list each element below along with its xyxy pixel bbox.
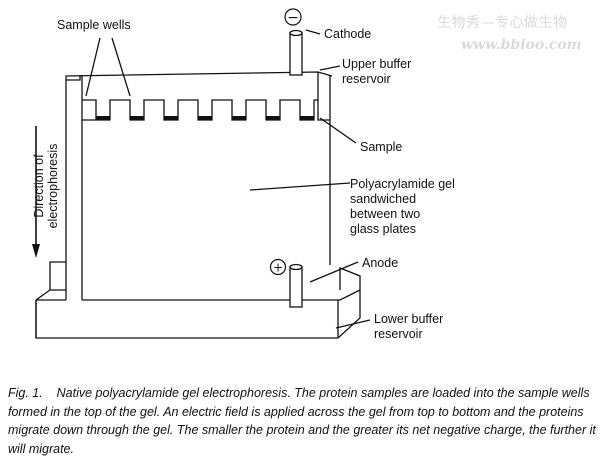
label-sample-wells: Sample wells (57, 18, 131, 32)
watermark-url: www.bbioo.com (461, 37, 582, 53)
gel-plate (65, 76, 331, 300)
sample-wells (66, 75, 318, 121)
label-lower-buffer-reservoir: Lower buffer reservoir (374, 312, 444, 341)
caption-text: Native polyacrylamide gel electrophoresi… (8, 386, 596, 456)
label-anode: Anode (362, 256, 399, 270)
anode-sign: + (273, 261, 283, 275)
leader-upper-buffer (319, 65, 341, 71)
anode-sign-circle (269, 258, 287, 276)
leader-sample (319, 117, 357, 144)
lower-buffer-reservoir (35, 267, 361, 339)
watermark-text: 生物秀—专心做生物 (437, 15, 568, 31)
cathode-electrode (289, 32, 303, 76)
cathode-sign-circle (284, 8, 302, 26)
label-polyacrylamide-gel: Polyacrylamide gel sandwiched between tw… (350, 177, 455, 236)
label-sample: Sample (360, 140, 403, 154)
figure-caption: Fig. 1. Native polyacrylamide gel electr… (8, 384, 596, 458)
cathode-sign: − (287, 10, 299, 26)
figure-label: Fig. 1. (8, 386, 43, 400)
leader-lower-buffer (335, 319, 371, 329)
label-direction-of-electrophoresis: Direction of electrophoresis (32, 143, 60, 229)
leader-sample-wells-2 (111, 37, 131, 97)
leader-cathode (305, 29, 321, 35)
label-upper-buffer-reservoir: Upper buffer reservoir (342, 57, 412, 86)
leader-gel (249, 182, 351, 191)
leader-sample-wells-1 (85, 37, 101, 97)
upper-buffer-reservoir (65, 71, 333, 80)
electrophoresis-diagram: − + (32, 8, 371, 339)
label-cathode: Cathode (324, 27, 372, 41)
leader-anode (309, 261, 359, 283)
anode-electrode (289, 266, 303, 308)
